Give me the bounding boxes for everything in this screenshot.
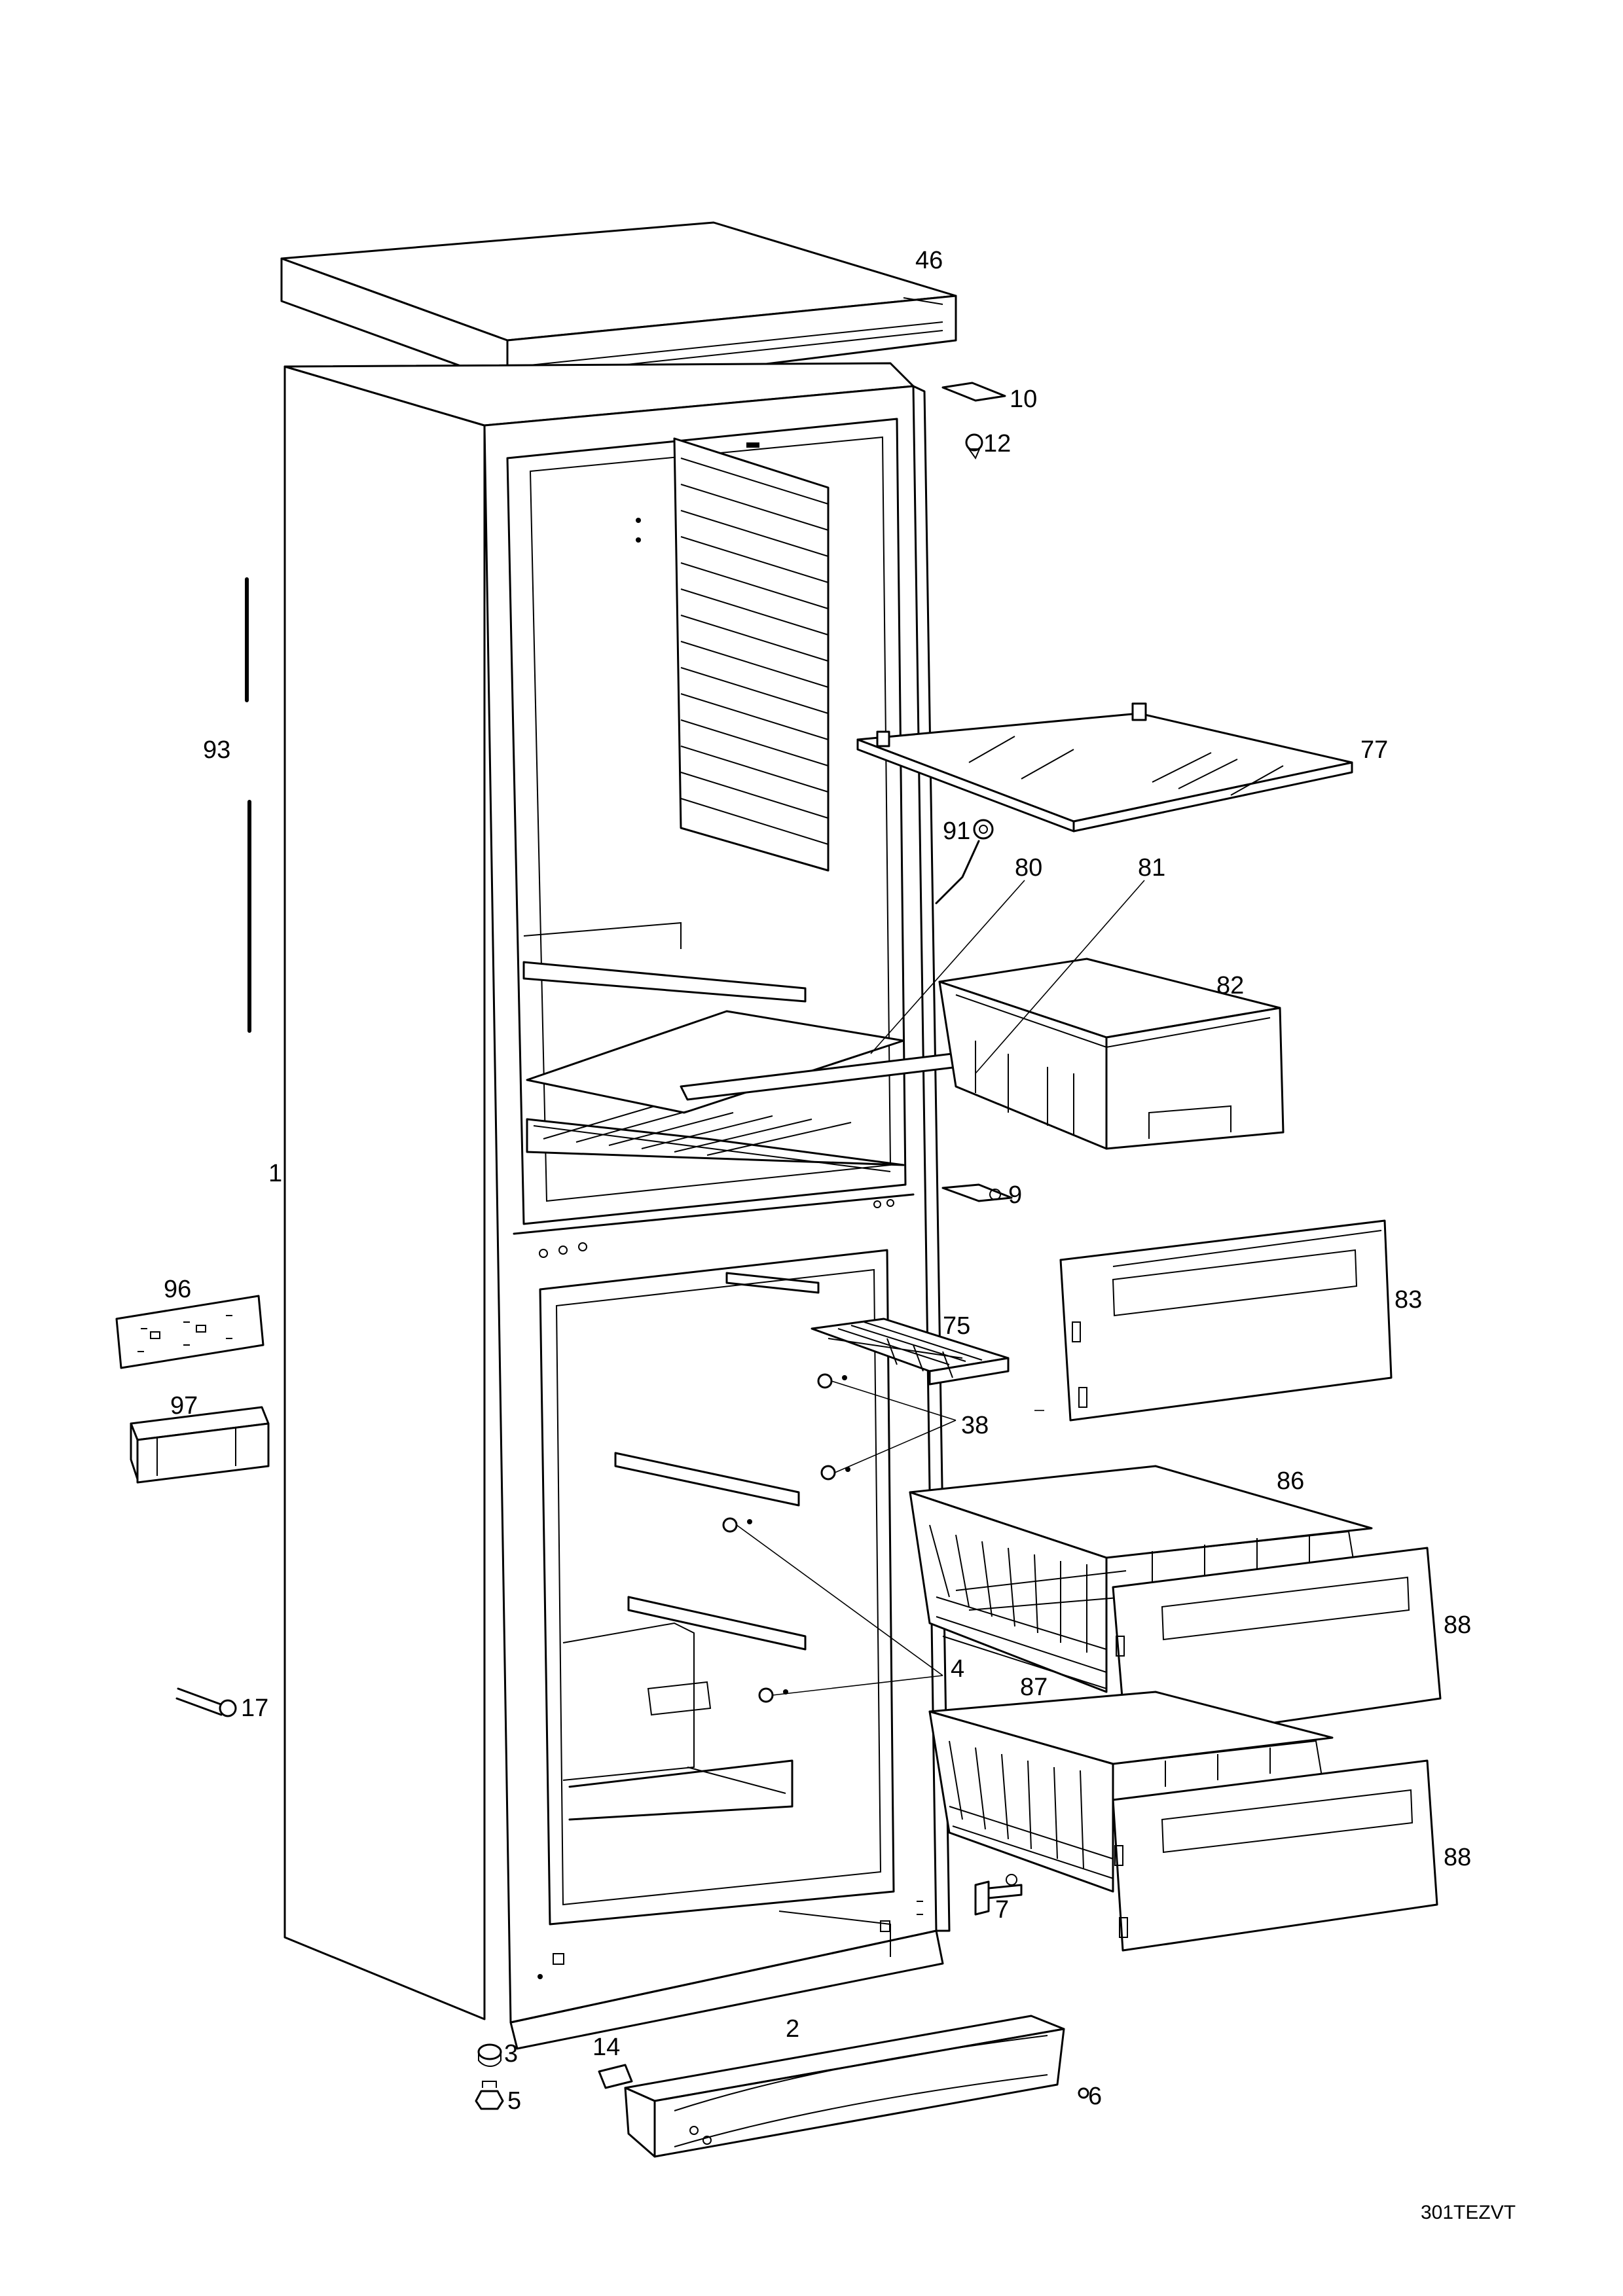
handle-bracket-part (130, 1406, 270, 1484)
clip-part (598, 2064, 633, 2089)
callout-77: 77 (1360, 736, 1388, 764)
callout-83: 83 (1395, 1286, 1422, 1314)
callout-46: 46 (915, 247, 943, 274)
callout-97: 97 (170, 1392, 198, 1420)
callout-38: 38 (961, 1412, 989, 1439)
hinge-screw-part (175, 1687, 237, 1717)
callout-2: 2 (786, 2015, 799, 2043)
callout-82: 82 (1216, 972, 1244, 999)
callout-1: 1 (268, 1160, 282, 1187)
callout-80: 80 (1015, 854, 1042, 882)
foot-cap-part (477, 2043, 502, 2067)
kick-plate-part (624, 2015, 1065, 2158)
adjustable-foot-part (475, 2081, 504, 2110)
lamp-wire-part (935, 819, 994, 905)
callout-88-lower: 88 (1444, 1844, 1471, 1871)
callout-3: 3 (504, 2040, 518, 2068)
callout-12: 12 (983, 430, 1011, 457)
screw-part (965, 433, 983, 460)
small-screw-part (1078, 2087, 1089, 2099)
drawing-code: 301TEZVT (1421, 2202, 1516, 2223)
studs (722, 1373, 957, 1703)
callout-87: 87 (1020, 1674, 1048, 1701)
callout-5: 5 (507, 2087, 521, 2115)
callout-91: 91 (943, 817, 970, 845)
callout-88-upper: 88 (1444, 1611, 1471, 1639)
cabinet-body-part (283, 362, 1068, 2050)
callout-96: 96 (164, 1276, 191, 1303)
door-bracket-part (115, 1295, 264, 1369)
hinge-top-part (941, 382, 1006, 402)
crisper-drawer-part (938, 958, 1285, 1150)
drawer-front-lower-part (1112, 1759, 1438, 1952)
callout-6: 6 (1088, 2083, 1102, 2110)
leader-line-81 (975, 880, 1145, 1074)
callout-86: 86 (1277, 1467, 1304, 1495)
callout-4: 4 (951, 1655, 964, 1683)
shelf-rails (673, 437, 830, 872)
hinge-bottom-part (974, 1874, 1023, 1916)
glass-shelf-part (856, 702, 1353, 833)
hinge-middle-part (941, 1183, 1013, 1202)
ice-tray-part (811, 1318, 1010, 1386)
callout-93: 93 (203, 736, 230, 764)
callout-81: 81 (1138, 854, 1165, 882)
leader-line-80 (870, 880, 1025, 1054)
callout-7: 7 (995, 1896, 1009, 1924)
callout-10: 10 (1010, 386, 1037, 413)
callout-14: 14 (593, 2034, 620, 2061)
gasket-strip-part (245, 577, 251, 1033)
freezer-flap-part (1059, 1219, 1393, 1422)
callout-9: 9 (1008, 1181, 1022, 1209)
wire-basket-lower-part (928, 1691, 1334, 1893)
callout-17: 17 (241, 1695, 268, 1722)
drawer-front-upper-part (1112, 1547, 1442, 1746)
wire-basket-upper-part (909, 1465, 1373, 1693)
callout-75: 75 (943, 1312, 970, 1340)
